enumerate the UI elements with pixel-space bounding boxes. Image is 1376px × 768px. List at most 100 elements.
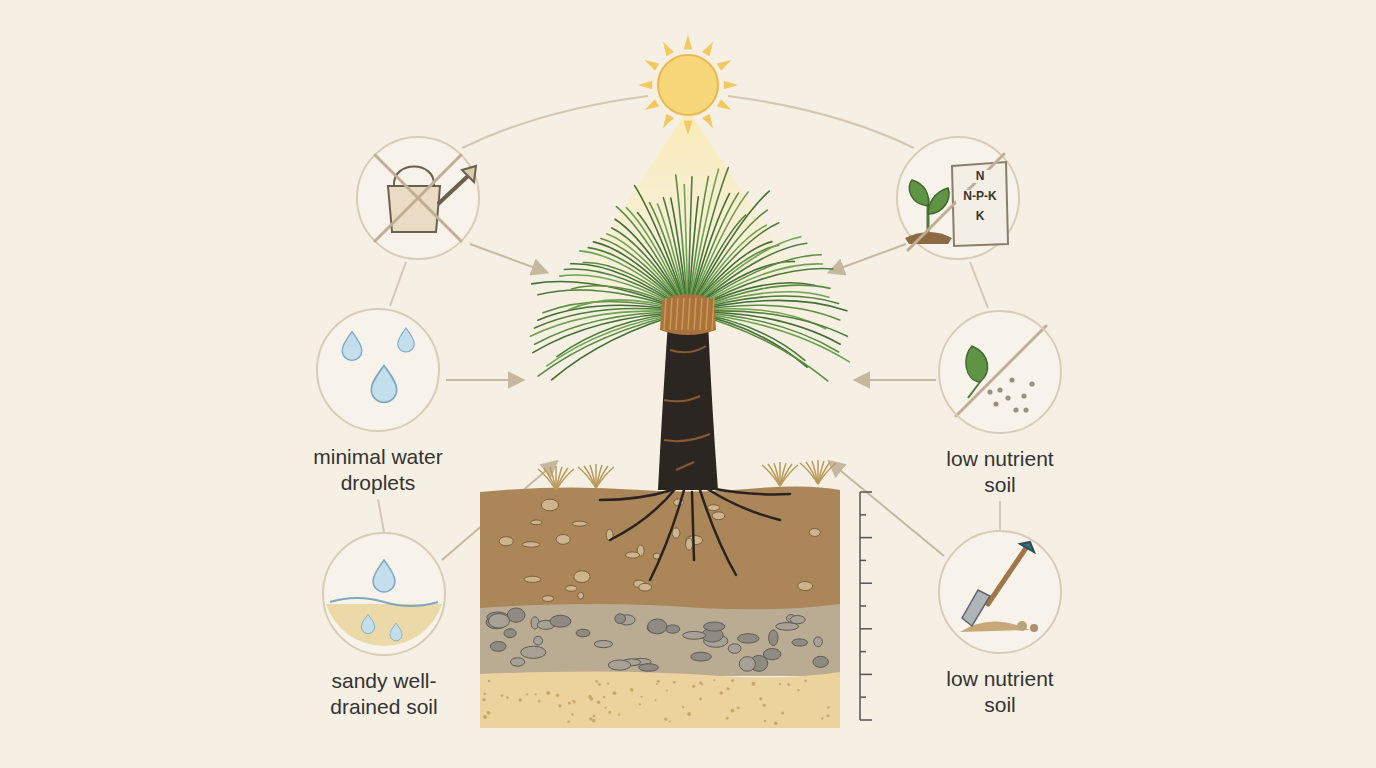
sand-grain (654, 699, 656, 701)
soil-stone (541, 499, 558, 511)
watering-can-icon (438, 176, 468, 204)
sand-grain (731, 709, 735, 713)
gravel-stone (648, 619, 667, 634)
sun-ray (663, 114, 674, 129)
tree-fronds (635, 186, 688, 312)
grass-tuft (780, 465, 798, 486)
icon-circle (938, 530, 1062, 654)
node-caption: low nutrient soil (930, 446, 1070, 497)
icon-node: low nutrient soil (930, 310, 1070, 497)
sand-grain (713, 679, 715, 681)
pointer-arrow (830, 462, 944, 556)
pointer-arrow (830, 244, 906, 272)
sand-grain (604, 707, 606, 709)
low-nutrient-icon (987, 377, 1034, 412)
sand-grain (607, 682, 609, 684)
sandy-soil-icon (326, 560, 442, 646)
sand-grain (656, 683, 658, 685)
tree-roots (692, 492, 694, 560)
sand-grain (827, 706, 829, 708)
sand-grain (797, 689, 799, 691)
cross-out (908, 154, 1004, 250)
skirt-texture (664, 298, 714, 330)
icon-circle-outline (317, 309, 439, 431)
shovel-icon (962, 590, 990, 626)
sandy-soil-icon (373, 560, 395, 592)
gravel-stone (615, 614, 626, 624)
sun-ray (684, 35, 693, 49)
sand-grain (726, 717, 729, 720)
sand-grain (593, 714, 596, 717)
sand-grain (699, 681, 702, 684)
watering-can-icon (394, 167, 434, 187)
water-droplets-icon (398, 328, 415, 352)
sandy-soil-icon (361, 614, 374, 633)
soil-stone (522, 542, 539, 548)
skirt-texture (688, 298, 690, 330)
tree-skirt (660, 294, 716, 335)
shovel-icon (988, 548, 1026, 604)
soil-stone (639, 583, 652, 591)
node-caption: sandy well-drained soil (299, 668, 469, 719)
gravel-stone (550, 615, 571, 627)
ring-line (970, 262, 988, 308)
gravel-stone (738, 634, 759, 643)
grass-tuft (768, 464, 780, 486)
gravel-stone (666, 625, 680, 633)
low-nutrient-icon (1021, 393, 1026, 398)
low-nutrient-icon (1005, 395, 1010, 400)
sand-grain (487, 711, 491, 715)
sun-ray (638, 81, 652, 90)
sand-grain (692, 685, 695, 688)
depth-ruler (860, 674, 872, 676)
depth-ruler (860, 514, 866, 516)
soil-profile (480, 486, 840, 728)
shovel-icon (1017, 621, 1027, 631)
soil-stone (524, 576, 541, 582)
gravel-stone (608, 660, 630, 670)
gravel-stone (792, 639, 808, 646)
node-caption: low nutrient soil (930, 666, 1070, 717)
low-nutrient-icon (993, 401, 998, 406)
icon-node: sandy well-drained soil (299, 532, 469, 719)
low-nutrient-icon (1029, 381, 1034, 386)
sand-grain (572, 700, 574, 702)
sand-grain (639, 703, 641, 705)
icon-circle (322, 532, 446, 656)
grass-tuft (556, 469, 574, 490)
gravel-stone (490, 642, 506, 652)
soil-stone (626, 552, 640, 558)
sand-grain (608, 711, 611, 714)
sand-grain (726, 687, 729, 690)
gravel-stone (728, 644, 741, 654)
sun-ray (702, 114, 713, 129)
tree-fronds (676, 175, 688, 312)
sand-grain (613, 691, 617, 695)
sandy-soil-icon (330, 598, 438, 606)
shovel-icon (1020, 542, 1034, 552)
sand-grain (759, 697, 762, 700)
grass-tuft (550, 467, 556, 490)
soil-profile (480, 604, 840, 676)
bag-print: K (956, 210, 1004, 223)
soil-stone (531, 520, 542, 525)
sand-grain (598, 683, 601, 686)
cross-out (375, 155, 461, 241)
pointer-arrow (446, 379, 522, 381)
sand-grain (673, 681, 676, 684)
sand-grain (597, 700, 601, 704)
gravel-stone (704, 622, 725, 631)
soil-stone (572, 521, 587, 526)
sandy-soil-icon (390, 623, 402, 641)
icon-circle-ground (317, 137, 1061, 655)
soil-stone (565, 585, 577, 591)
depth-ruler (860, 492, 872, 720)
gravel-stone (639, 664, 659, 672)
sandy-soil-icon (361, 560, 402, 641)
connector-line (378, 499, 384, 532)
tree-roots (600, 490, 672, 500)
sand-grain (752, 682, 756, 686)
sand-grain (588, 695, 592, 699)
